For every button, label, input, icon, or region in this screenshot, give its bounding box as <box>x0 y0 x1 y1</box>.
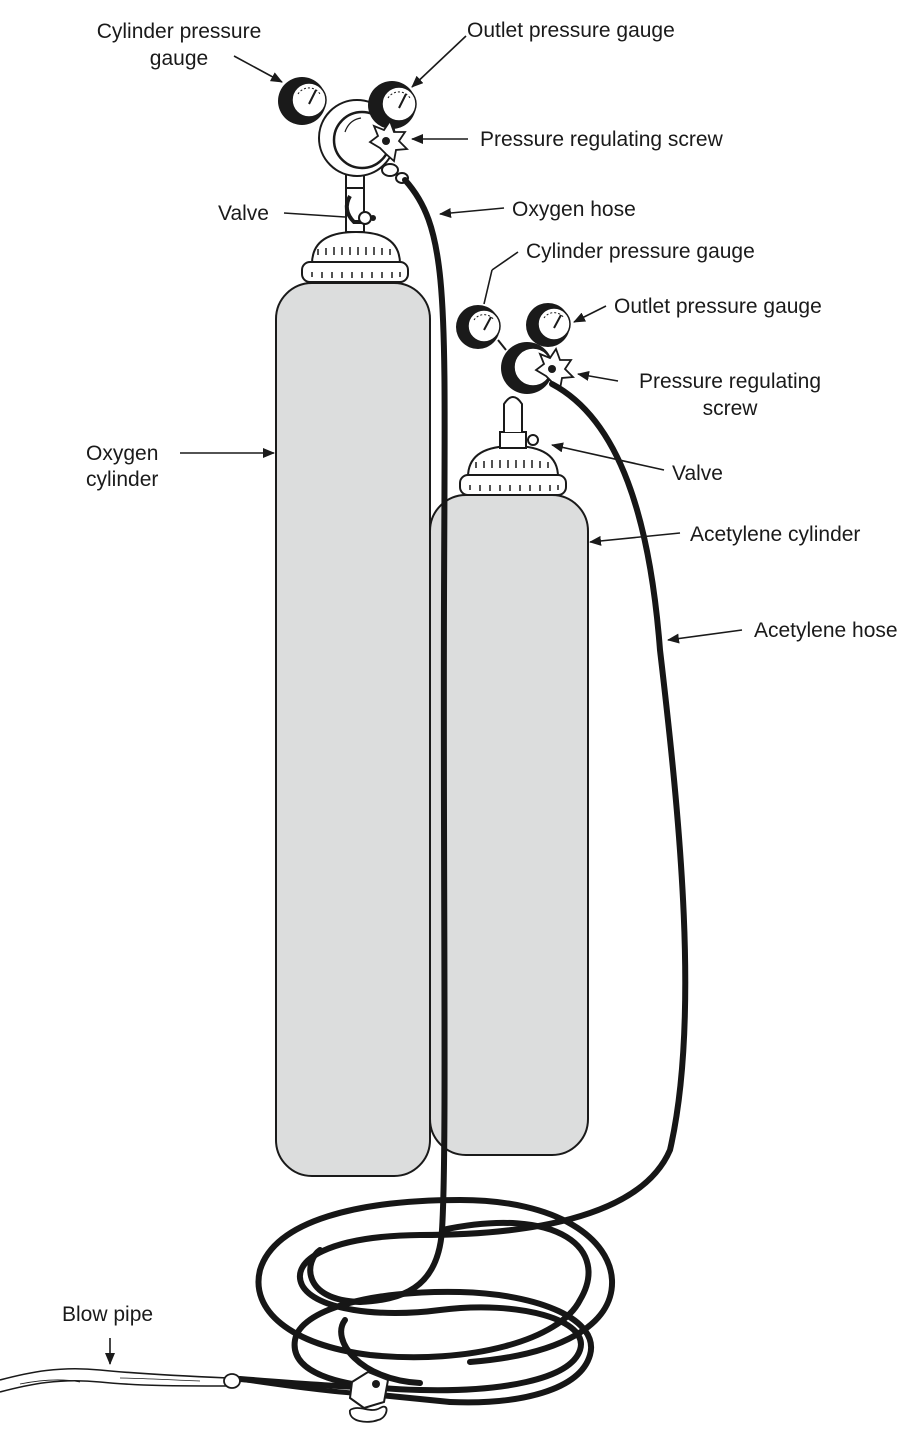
line-ace-cyl-gauge-b <box>483 269 493 305</box>
label-ace-cylinder: Acetylene cylinder <box>690 523 860 546</box>
label-oxy-cylinder-line1: Oxygen <box>86 442 158 465</box>
label-oxy-hose: Oxygen hose <box>512 198 636 221</box>
label-ace-hose: Acetylene hose <box>754 619 898 642</box>
oxygen-hose <box>357 177 448 1305</box>
arrow-ace-cylinder <box>589 532 681 546</box>
acetylene-cylinder-pressure-gauge <box>456 305 507 351</box>
blow-pipe <box>0 1367 241 1393</box>
arrow-ace-valve <box>551 442 665 471</box>
oxygen-valve <box>344 171 376 233</box>
label-oxy-cyl-gauge-line2: gauge <box>150 47 208 70</box>
label-ace-outlet-gauge: Outlet pressure gauge <box>614 295 822 318</box>
acetylene-cylinder-cap <box>459 444 567 496</box>
label-ace-valve: Valve <box>672 462 723 485</box>
label-ace-cyl-gauge: Cylinder pressure gauge <box>526 240 755 263</box>
acetylene-valve <box>499 396 539 449</box>
oxygen-cylinder <box>275 282 431 1177</box>
hose-coil <box>237 1196 616 1406</box>
acetylene-regulating-screw <box>534 347 575 391</box>
label-oxy-valve: Valve <box>218 202 269 225</box>
label-oxy-reg-screw: Pressure regulating screw <box>480 128 724 151</box>
oxygen-outlet-pressure-gauge <box>368 81 417 129</box>
arrow-oxy-cyl-gauge <box>233 55 283 83</box>
oxygen-cylinder-pressure-gauge <box>278 77 327 125</box>
arrow-ace-hose <box>667 629 743 644</box>
leader-arrows <box>105 35 743 1365</box>
oxygen-cylinder-cap <box>301 230 409 283</box>
arrow-ace-outlet-gauge <box>573 305 607 323</box>
arrow-oxy-hose <box>439 207 505 218</box>
arrow-oxy-valve <box>283 212 346 218</box>
arrow-ace-reg-screw <box>577 370 619 382</box>
label-blow-pipe: Blow pipe <box>62 1303 153 1326</box>
line-ace-cyl-gauge-a <box>491 251 519 271</box>
labels: Cylinder pressure gauge Outlet pressure … <box>62 19 898 1326</box>
torch-connector <box>348 1370 390 1423</box>
acetylene-cylinder <box>429 494 589 1156</box>
label-ace-reg-screw-line1: Pressure regulating <box>639 370 821 393</box>
label-ace-reg-screw-line2: screw <box>703 397 759 420</box>
label-oxy-cylinder-line2: cylinder <box>86 468 158 491</box>
acetylene-hose <box>417 381 689 1238</box>
label-oxy-outlet-gauge: Outlet pressure gauge <box>467 19 675 42</box>
label-oxy-cyl-gauge-line1: Cylinder pressure <box>97 20 262 43</box>
acetylene-outlet-pressure-gauge <box>526 303 571 347</box>
arrow-oxy-outlet-gauge <box>411 35 467 88</box>
oxygen-regulating-screw <box>368 119 409 163</box>
